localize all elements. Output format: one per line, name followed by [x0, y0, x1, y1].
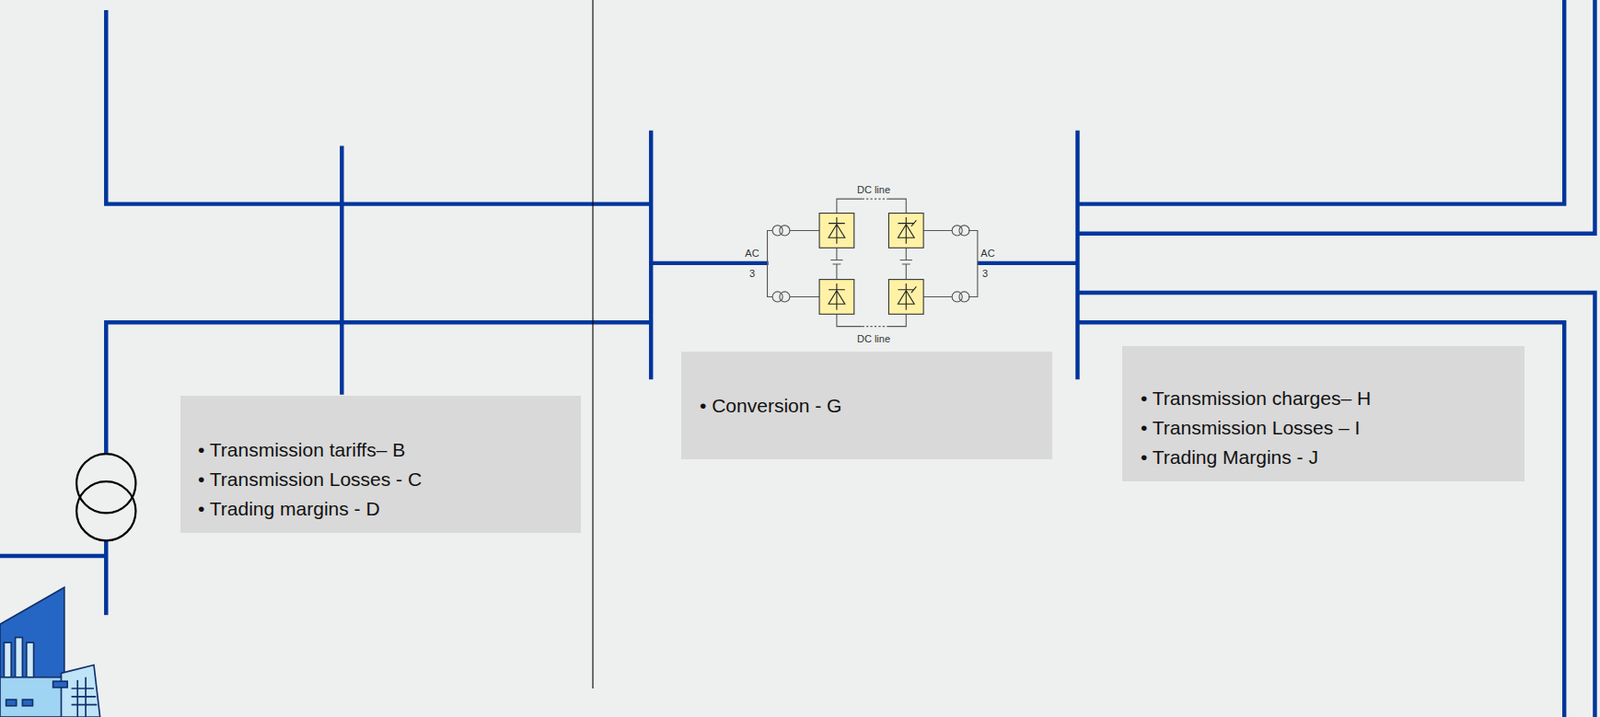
border-divider-part — [591, 0, 593, 689]
grid-lines-part — [1077, 292, 1595, 717]
symbol-label: DC line — [856, 184, 892, 196]
cost-box: • Transmission charges– H• Transmission … — [1122, 346, 1525, 482]
hvdc-link-symbol-part — [830, 247, 843, 279]
cost-item: • Transmission Losses - C — [197, 464, 570, 495]
factory-icon-part — [15, 637, 24, 679]
grid-lines-part — [1077, 0, 1565, 205]
cost-box: • Conversion - G — [681, 351, 1053, 460]
grid-lines-part — [977, 261, 1079, 266]
cost-item: • Transmission tariffs– B — [197, 435, 570, 465]
hvdc-link-symbol-part — [959, 225, 970, 236]
hvdc-link-symbol-part — [828, 217, 916, 311]
hvdc-link-symbol-part — [779, 225, 790, 236]
factory-icon-part — [3, 642, 12, 679]
hvdc-link-symbol-part — [789, 230, 952, 297]
factory-icon-part — [22, 699, 33, 707]
cost-item: • Transmission Losses – I — [1140, 413, 1514, 443]
hvdc-link-symbol-part — [887, 313, 906, 326]
symbol-label: 3 — [981, 267, 989, 279]
hvdc-link-symbol-part — [819, 279, 855, 315]
hvdc-link-symbol-part — [968, 230, 978, 297]
cost-item: • Conversion - G — [699, 391, 1042, 421]
transformer-symbol — [76, 453, 136, 541]
factory-icon-part — [6, 699, 17, 707]
grid-lines-part — [1075, 130, 1079, 380]
border-divider — [591, 0, 593, 689]
symbol-label: AC — [743, 247, 760, 259]
cost-item: • Transmission charges– H — [1140, 383, 1514, 414]
cost-item: • Trading margins - D — [197, 494, 570, 524]
hvdc-link-symbol — [767, 198, 978, 327]
grid-lines-part — [1077, 322, 1565, 717]
grid-lines-part — [649, 130, 653, 380]
hvdc-link-symbol-part — [836, 313, 863, 326]
factory-icon-part — [53, 681, 69, 688]
factory-icon-part — [26, 642, 35, 679]
grid-lines-part — [105, 10, 651, 205]
grid-lines-part — [104, 540, 108, 615]
grid-lines-part — [1077, 0, 1595, 234]
grid-lines-part — [0, 554, 106, 558]
hvdc-link-symbol-part — [887, 198, 906, 214]
hvdc-link-symbol-part — [836, 198, 863, 214]
symbol-label: 3 — [748, 267, 756, 279]
grid-lines-part — [650, 261, 768, 266]
hvdc-link-symbol-part-part — [828, 283, 846, 311]
hvdc-link-symbol-part — [888, 279, 924, 315]
cost-box: • Transmission tariffs– B• Transmission … — [180, 395, 581, 534]
cost-item: • Trading Margins - J — [1140, 442, 1514, 473]
hvdc-link-symbol-part — [862, 325, 889, 327]
grid-lines-part — [339, 145, 344, 395]
factory-icon-part — [61, 664, 101, 717]
hvdc-link-symbol-part — [900, 247, 913, 279]
factory-icon — [0, 587, 101, 717]
symbol-label: AC — [979, 247, 996, 259]
symbol-label: DC line — [856, 333, 892, 345]
transformer-symbol-part — [76, 481, 136, 541]
hvdc-link-symbol-part — [888, 213, 924, 249]
hvdc-link-symbol-part-part — [828, 217, 846, 244]
hvdc-link-symbol-part — [779, 291, 790, 302]
hvdc-link-symbol-part — [959, 291, 970, 302]
factory-icon-part — [71, 677, 98, 717]
hvdc-link-symbol-part — [767, 230, 774, 297]
hvdc-link-symbol-part — [819, 213, 855, 249]
hvdc-link-symbol-part-part — [897, 283, 916, 311]
transformer-symbol-part — [76, 453, 136, 513]
hvdc-link-symbol-part — [862, 198, 889, 200]
hvdc-link-symbol-part-part — [897, 217, 916, 244]
